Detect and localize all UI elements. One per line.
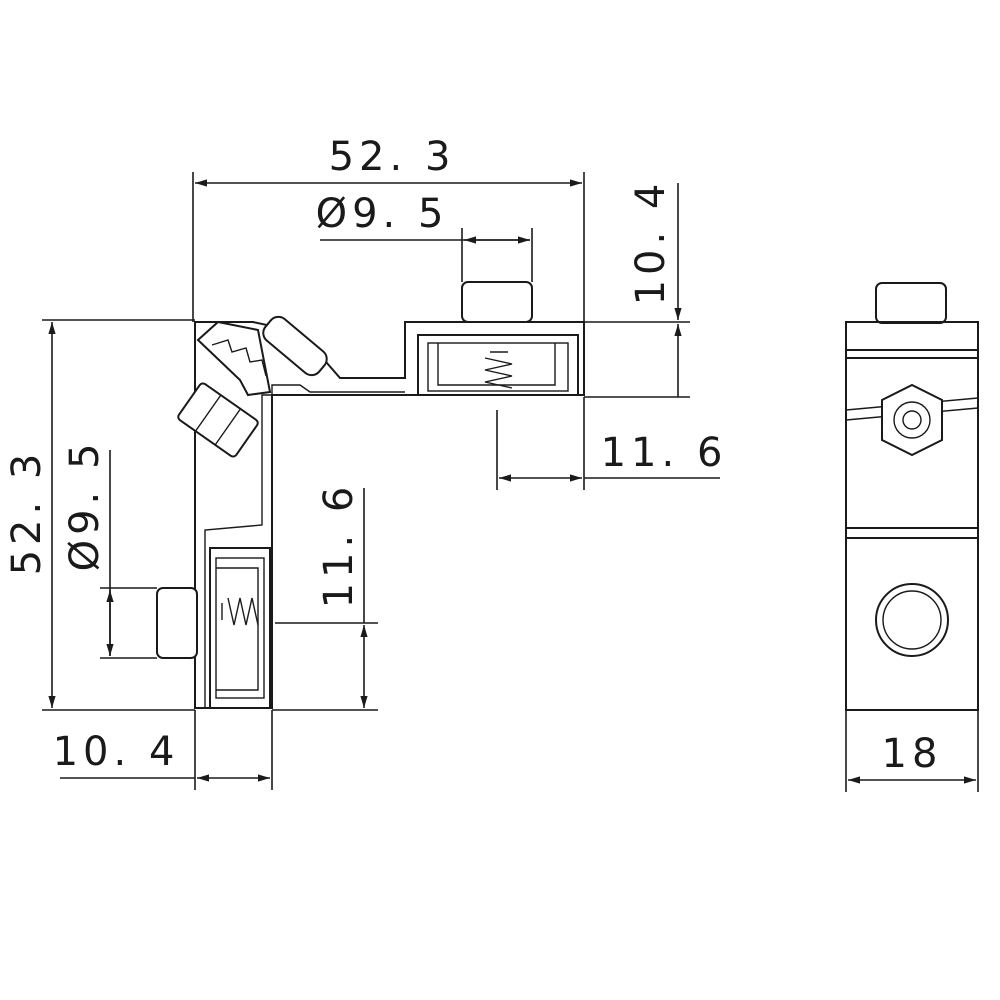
left-slot-nut: [156, 587, 198, 659]
front-view: [156, 281, 585, 709]
side-bolt-hole: [875, 583, 949, 657]
dimension-lines: [42, 172, 979, 792]
dim-bottom-width: 10. 4: [53, 729, 180, 775]
dim-top-width: 52. 3: [329, 134, 456, 180]
left-spring-block: [156, 547, 271, 709]
dim-right-offset: 11. 6: [601, 430, 728, 476]
dim-left-diameter: Ø9. 5: [62, 439, 108, 572]
top-spring-icon: [484, 351, 513, 389]
top-slot-nut: [461, 281, 533, 323]
side-hex-nut: [881, 383, 943, 457]
hex-nut: [177, 382, 259, 458]
side-body: [845, 321, 979, 711]
side-view: [845, 282, 979, 711]
vertical-arm-profile: [204, 394, 272, 708]
bracket-outline: [194, 321, 585, 709]
dim-side-width: 18: [882, 731, 943, 777]
clamp-wedge: [196, 315, 328, 397]
left-spring-icon: [221, 597, 259, 626]
top-spring-block: [417, 281, 579, 396]
dim-left-offset: 11. 6: [316, 482, 362, 609]
dim-top-height: 10. 4: [628, 179, 674, 306]
dim-left-height: 52. 3: [4, 449, 50, 576]
dimension-labels: 52. 3 Ø9. 5 10. 4 11. 6 52. 3 Ø9. 5 11. …: [4, 134, 943, 777]
horizontal-arm-profile: [271, 384, 405, 395]
side-top-stud: [875, 282, 947, 324]
wedge-pad: [262, 315, 328, 377]
dim-top-diameter: Ø9. 5: [316, 191, 449, 237]
